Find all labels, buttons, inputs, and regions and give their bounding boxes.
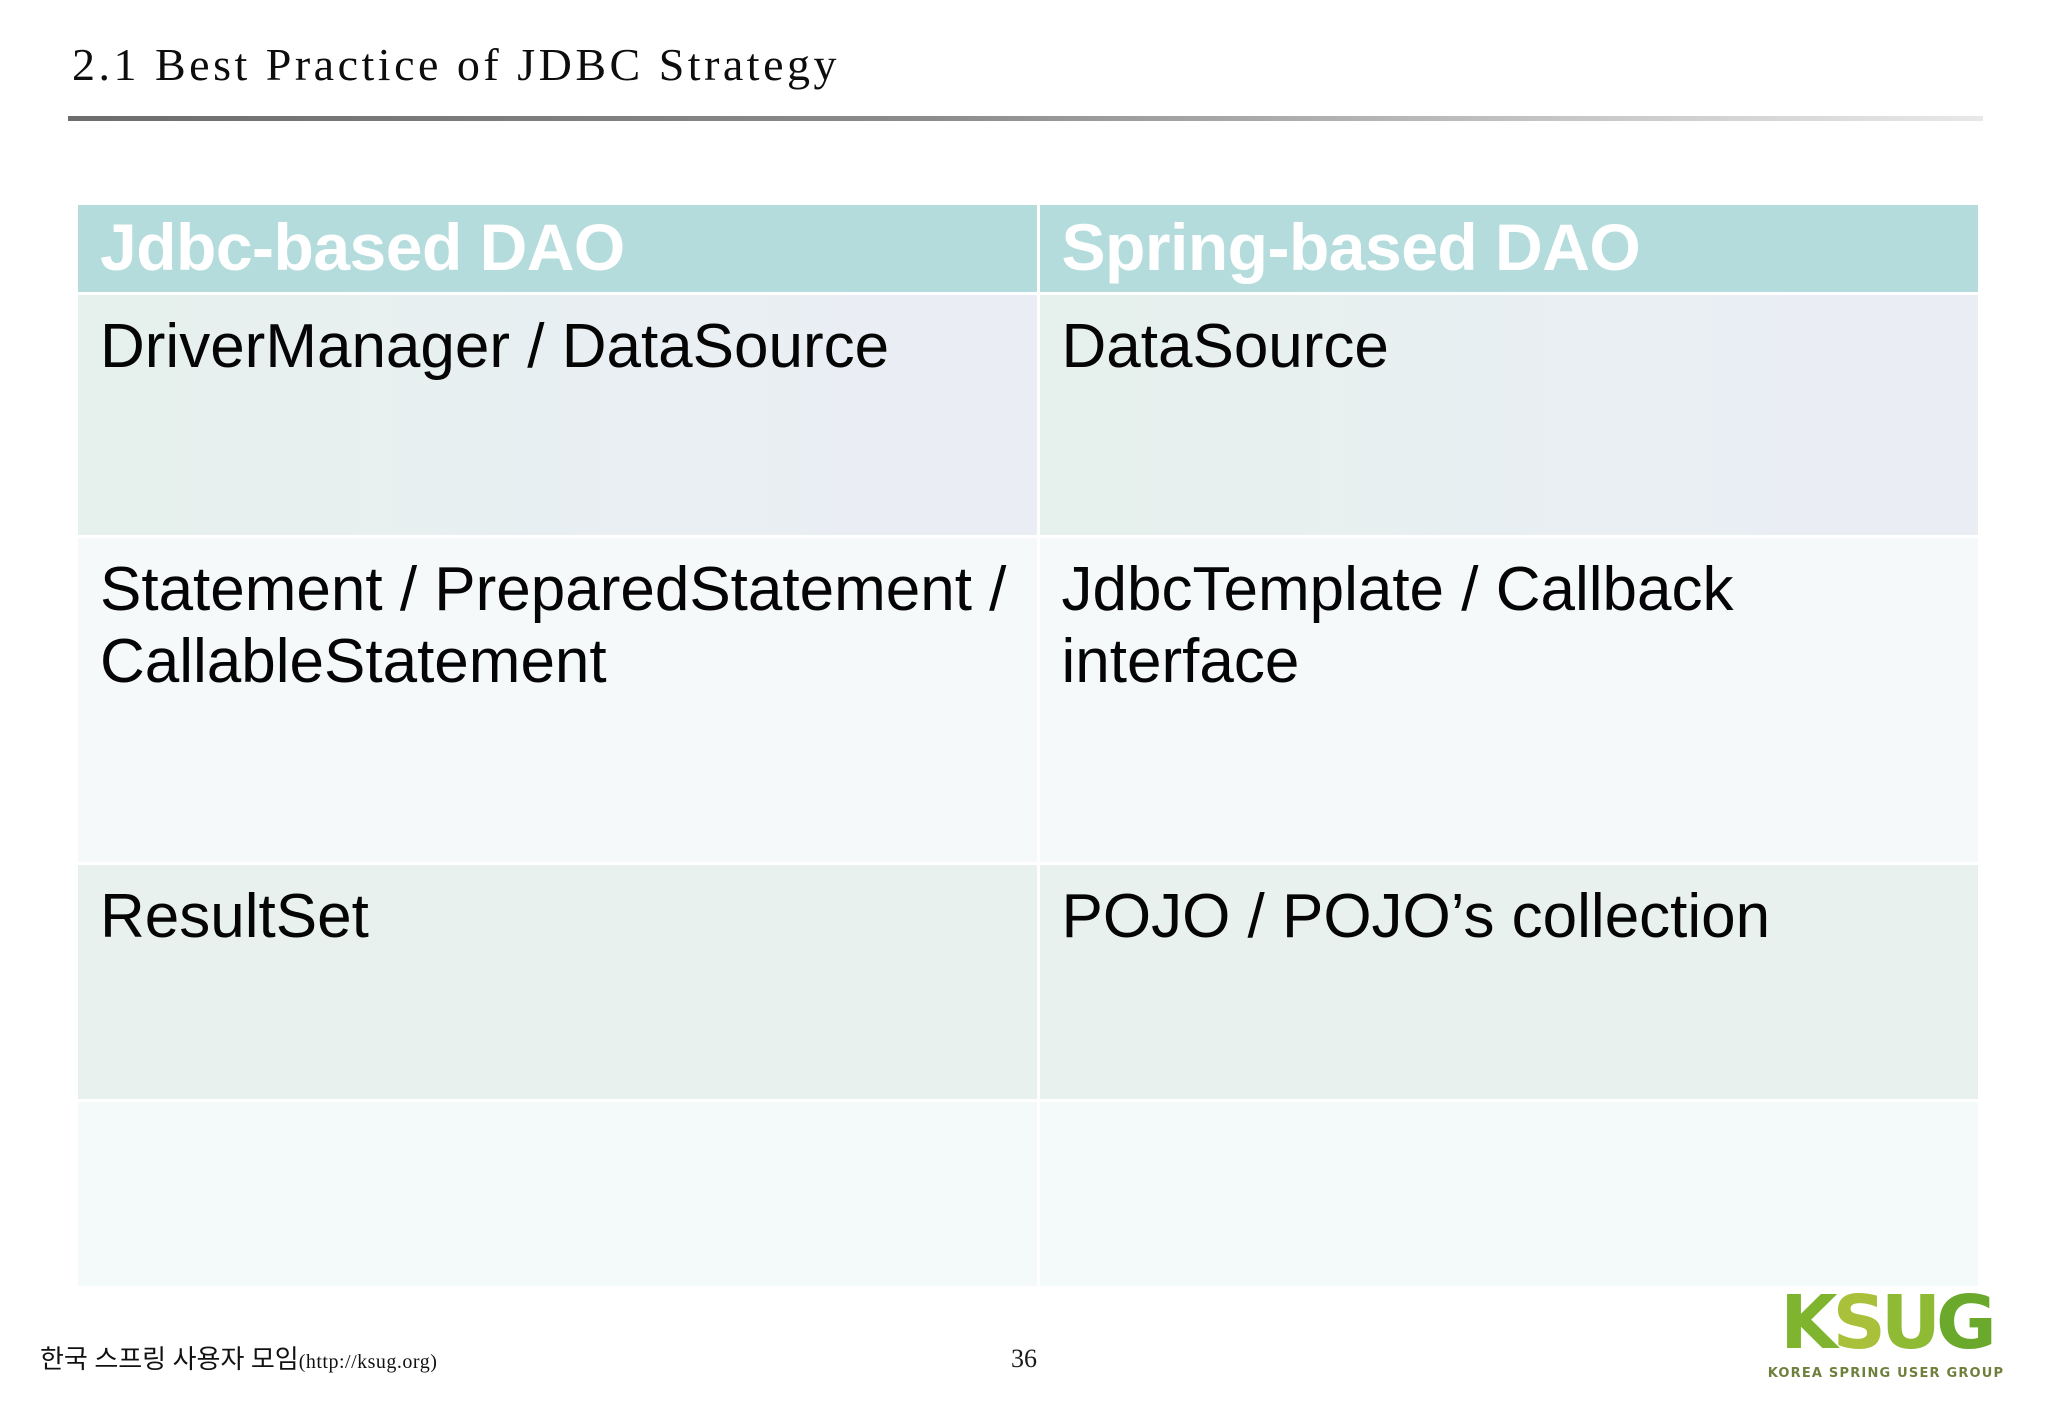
table-row-empty [78, 1101, 1978, 1286]
footer-org-url: (http://ksug.org) [298, 1351, 438, 1373]
ksug-letter-s: S [1832, 1286, 1886, 1364]
ksug-logo-tagline: KOREA SPRING USER GROUP [1767, 1366, 2005, 1381]
cell-jdbc-connection: DriverManager / DataSource [78, 294, 1040, 535]
cell-spring-connection: DataSource [1038, 294, 1978, 535]
footer-organization: 한국 스프링 사용자 모임(http://ksug.org) [40, 1339, 437, 1376]
column-header-spring-based-dao: Spring-based DAO [1038, 205, 1978, 292]
row-divider [78, 534, 1978, 538]
ksug-letter-g: G [1935, 1286, 1997, 1364]
table-row: DriverManager / DataSource DataSource [78, 294, 1978, 535]
cell-empty-left [78, 1101, 1040, 1286]
cell-spring-result: POJO / POJO’s collection [1038, 864, 1978, 1099]
cell-jdbc-statement: Statement / PreparedStatement / Callable… [78, 537, 1040, 862]
ksug-logo: KSUG KOREA SPRING USER GROUP [1760, 1286, 2012, 1392]
ksug-letter-k: K [1780, 1286, 1837, 1364]
table-row: ResultSet POJO / POJO’s collection [78, 864, 1978, 1099]
row-divider [78, 291, 1978, 295]
table-header-row: Jdbc-based DAO Spring-based DAO [78, 205, 1978, 292]
table-row: Statement / PreparedStatement / Callable… [78, 537, 1978, 862]
cell-empty-right [1038, 1101, 1978, 1286]
cell-spring-statement: JdbcTemplate / Callback interface [1038, 537, 1978, 862]
cell-jdbc-result: ResultSet [78, 864, 1040, 1099]
ksug-letter-u: U [1880, 1286, 1941, 1364]
row-divider [78, 1098, 1978, 1102]
footer-org-name: 한국 스프링 사용자 모임 [40, 1345, 299, 1374]
page-title: 2.1 Best Practice of JDBC Strategy [72, 39, 841, 90]
title-divider [68, 116, 1983, 121]
ksug-logo-wordmark: KSUG [1760, 1286, 2012, 1364]
column-header-jdbc-based-dao: Jdbc-based DAO [78, 205, 1040, 292]
row-divider [78, 861, 1978, 865]
page-number: 36 [1011, 1344, 1037, 1373]
jdbc-vs-spring-comparison-table: Jdbc-based DAO Spring-based DAO DriverMa… [78, 205, 1978, 1286]
